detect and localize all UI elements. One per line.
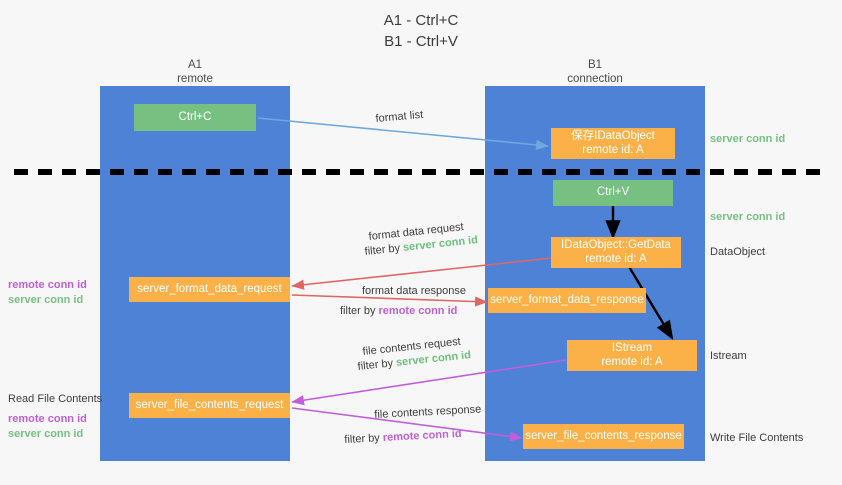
lane-b1-subtitle: connection — [567, 73, 623, 85]
note-remote-conn-id-1: remote conn id — [8, 279, 87, 291]
note-read-file-contents-label: Read File Contents — [8, 393, 103, 405]
page-title: A1 - Ctrl+C B1 - Ctrl+V — [383, 12, 459, 50]
note-write-file-contents: Write File Contents — [710, 431, 803, 446]
note-conn-ids-lower: remote conn id server conn id — [8, 412, 87, 442]
node-istream[interactable]: IStream remote id: A — [567, 340, 697, 371]
note-server-conn-id-top: server conn id — [710, 132, 785, 147]
node-ctrl-v[interactable]: Ctrl+V — [553, 180, 673, 206]
note-server-conn-id-2: server conn id — [8, 428, 84, 440]
note-server-conn-id-top-label: server conn id — [710, 133, 786, 145]
filter-prefix: filter by — [364, 241, 404, 258]
note-dataobject: DataObject — [710, 245, 765, 260]
edge-label-file-contents-response-filter: filter by remote conn id — [344, 427, 462, 448]
lane-a1-title: A1 — [187, 59, 203, 71]
note-server-conn-id-1: server conn id — [8, 294, 84, 306]
edge-label-file-contents-response: file contents response — [374, 403, 482, 421]
note-istream-label: Istream — [710, 350, 747, 362]
note-istream: Istream — [710, 349, 747, 364]
node-server-file-contents-request[interactable]: server_file_contents_request — [129, 393, 290, 418]
lane-header-b1: B1 connection — [485, 58, 705, 86]
note-read-file-contents-group: Read File Contents — [8, 392, 102, 407]
filter-prefix: filter by — [357, 356, 397, 373]
lane-a1-subtitle: remote — [177, 73, 213, 85]
note-remote-conn-id-2: remote conn id — [8, 413, 87, 425]
note-server-conn-id-mid: server conn id — [710, 210, 785, 225]
node-save-idataobject[interactable]: 保存IDataObject remote id: A — [551, 128, 675, 159]
note-conn-ids-upper: remote conn id server conn id — [8, 278, 87, 308]
node-server-file-contents-response[interactable]: server_file_contents_response — [523, 424, 684, 449]
edge-label-format-data-response-filter: filter by remote conn id — [340, 304, 457, 319]
node-server-format-data-request[interactable]: server_format_data_request — [129, 277, 290, 302]
note-write-file-contents-label: Write File Contents — [710, 432, 804, 444]
lane-header-a1: A1 remote — [100, 58, 290, 86]
note-dataobject-label: DataObject — [710, 246, 766, 258]
edge-label-format-list: format list — [375, 108, 424, 125]
edge-label-format-data-response: format data response — [362, 285, 466, 297]
filter-prefix: filter by — [344, 431, 384, 446]
lane-b1-title: B1 — [587, 59, 603, 71]
node-ctrl-c[interactable]: Ctrl+C — [134, 104, 256, 131]
filter-prefix: filter by — [340, 305, 379, 317]
node-server-format-data-response[interactable]: server_format_data_response — [488, 288, 646, 313]
filter-value-remote-conn-id: remote conn id — [382, 427, 462, 444]
filter-value-remote-conn-id: remote conn id — [378, 305, 458, 317]
node-idataobject-getdata[interactable]: IDataObject::GetData remote id: A — [551, 237, 681, 268]
note-server-conn-id-mid-label: server conn id — [710, 211, 786, 223]
